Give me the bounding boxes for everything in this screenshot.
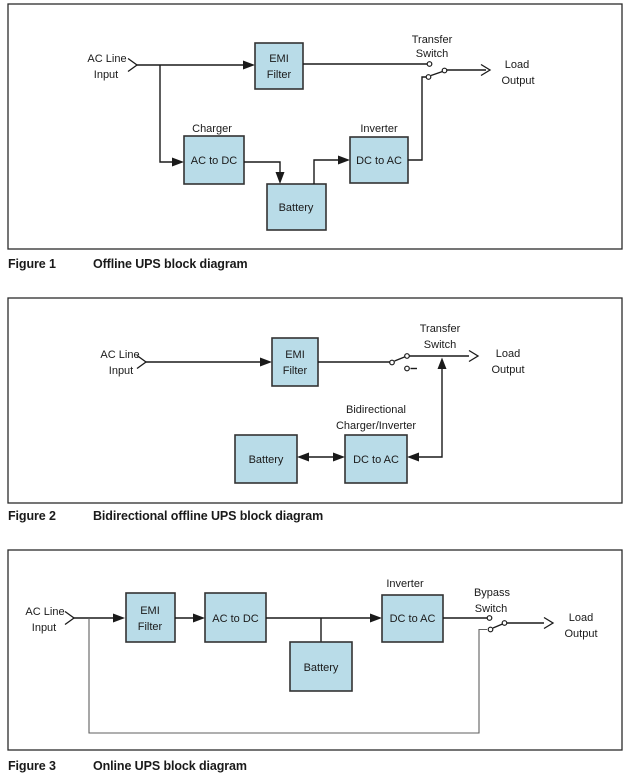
fig1-transfer-label-line2: Switch <box>416 48 448 60</box>
fig3-ac-to-dc-box <box>204 592 267 643</box>
fig1-battery-arrowhead-icon <box>275 172 285 184</box>
fig1-emi-label-line2: Filter <box>267 69 292 81</box>
fig1-ac-to-dc-box <box>183 135 245 185</box>
fig2-emi-filter-box <box>271 337 319 387</box>
fig3-bypass-label-line2: Switch <box>475 603 507 615</box>
fig3-emi-label-line1: EMI <box>140 605 160 617</box>
fig3-bypass-wire <box>88 618 487 734</box>
figure-3-diagram: AC Line Input EMI Filter AC to DC Batter… <box>7 549 623 751</box>
fig2-dc-to-ac-box <box>344 434 408 484</box>
fig3-switch-lower-contact <box>487 626 494 633</box>
figure-2-frame <box>7 297 623 504</box>
fig3-emi-arrowhead-icon <box>113 613 125 623</box>
fig1-battery-to-inverter-wire <box>313 159 338 184</box>
fig2-load-label-line2: Output <box>491 364 524 376</box>
fig3-load-label-line2: Output <box>564 628 597 640</box>
fig2-input-arrowhead-icon <box>260 357 272 367</box>
fig3-emi-label-line2: Filter <box>138 621 163 633</box>
fig1-load-label-line2: Output <box>501 75 534 87</box>
fig3-switch-pole-contact <box>501 620 508 626</box>
fig1-input-arrowhead-icon <box>243 60 255 70</box>
fig1-transfer-label-line1: Transfer <box>412 34 453 46</box>
fig2-transfer-switch-icon <box>389 353 417 372</box>
fig2-emi-label-line2: Filter <box>283 365 308 377</box>
fig3-emi-filter-box <box>125 592 176 643</box>
fig2-bidirectional-label-line2: Charger/Inverter <box>336 420 416 432</box>
fig3-dc-to-ac-box <box>381 594 444 643</box>
fig1-ac-to-dc-label: AC to DC <box>191 155 238 167</box>
fig2-to-dcac-arrowhead-icon <box>333 452 345 462</box>
fig3-switch-upper-contact <box>486 615 493 621</box>
figure-3-frame <box>7 549 623 751</box>
figure-3-number: Figure 3 <box>8 759 56 773</box>
fig1-switch-blade <box>430 70 443 77</box>
fig1-acdc-to-battery-wire <box>244 161 281 172</box>
fig2-transfer-label-line1: Transfer <box>420 323 461 335</box>
fig3-inverter-label: Inverter <box>386 578 424 590</box>
figure-2-diagram: AC Line Input EMI Filter Transfer Switch… <box>7 297 623 504</box>
fig3-input-label: Input <box>32 622 56 634</box>
figure-3-caption: Online UPS block diagram <box>93 759 247 773</box>
fig2-dc-to-ac-label: DC to AC <box>353 454 399 466</box>
fig1-inverter-to-switch-wire <box>408 76 426 161</box>
figure-1-caption: Offline UPS block diagram <box>93 257 247 271</box>
fig1-branch-wire <box>159 65 172 163</box>
figure-1-number: Figure 1 <box>8 257 56 271</box>
fig1-charger-label: Charger <box>192 123 232 135</box>
fig2-switch-blade <box>394 356 405 362</box>
fig1-switch-upper-contact <box>426 61 433 67</box>
fig1-dc-to-ac-label: DC to AC <box>356 155 402 167</box>
fig2-inverter-arrowhead-icon <box>407 452 419 462</box>
fig1-emi-filter-box <box>254 42 304 90</box>
fig2-emi-label-line1: EMI <box>285 349 305 361</box>
figure-2-number: Figure 2 <box>8 509 56 523</box>
fig3-battery-box <box>289 641 353 692</box>
fig3-bypass-label-line1: Bypass <box>474 587 511 599</box>
fig2-to-battery-arrowhead-icon <box>297 452 309 462</box>
fig1-battery-label: Battery <box>279 202 314 214</box>
fig2-output-chevron-icon <box>468 349 480 363</box>
figure-2-caption: Bidirectional offline UPS block diagram <box>93 509 323 523</box>
fig1-inverter-arrowhead-icon <box>338 155 350 165</box>
fig2-output-to-inverter-wire <box>419 368 443 458</box>
fig1-emi-label-line1: EMI <box>269 53 289 65</box>
fig1-switch-lower-contact <box>425 74 432 80</box>
fig2-transfer-label-line2: Switch <box>424 339 456 351</box>
fig3-dc-to-ac-label: DC to AC <box>390 613 436 625</box>
fig2-bidirectional-label-line1: Bidirectional <box>346 404 406 416</box>
fig2-switch-input-contact <box>389 359 395 366</box>
fig1-ac-line-label: AC Line <box>87 53 126 65</box>
fig1-switch-pole-contact <box>441 67 448 74</box>
fig2-battery-box <box>234 434 298 484</box>
fig1-battery-box <box>266 183 327 231</box>
fig3-input-chevron-icon <box>64 610 76 626</box>
fig2-input-label: Input <box>109 365 133 377</box>
fig2-ac-line-label: AC Line <box>100 349 139 361</box>
fig2-battery-label: Battery <box>249 454 284 466</box>
fig3-switch-blade <box>492 623 503 629</box>
fig1-dc-to-ac-box <box>349 136 409 184</box>
fig3-battery-label: Battery <box>304 662 339 674</box>
fig1-output-chevron-icon <box>480 63 492 77</box>
fig2-load-label-line1: Load <box>496 348 520 360</box>
fig3-ac-line-label: AC Line <box>25 606 64 618</box>
fig3-dcac-arrowhead-icon <box>370 613 382 623</box>
figure-1-diagram: AC Line Input EMI Filter Charger AC to D… <box>7 3 623 250</box>
fig2-switch-pole-contact <box>404 353 410 359</box>
fig3-bypass-switch-icon <box>486 615 508 633</box>
fig1-input-label: Input <box>94 69 118 81</box>
fig3-acdc-arrowhead-icon <box>193 613 205 623</box>
fig2-riser-up-arrowhead-icon <box>437 357 447 369</box>
fig3-output-chevron-icon <box>543 616 555 630</box>
fig1-inverter-label: Inverter <box>360 123 398 135</box>
fig1-transfer-switch-icon <box>425 61 448 80</box>
fig3-load-label-line1: Load <box>569 612 593 624</box>
fig1-charger-arrowhead-icon <box>172 157 184 167</box>
fig1-input-chevron-icon <box>127 57 139 73</box>
fig2-switch-lower-contact <box>404 365 410 372</box>
figure-1-frame <box>7 3 623 250</box>
fig1-load-label-line1: Load <box>505 59 529 71</box>
fig3-ac-to-dc-label: AC to DC <box>212 613 259 625</box>
